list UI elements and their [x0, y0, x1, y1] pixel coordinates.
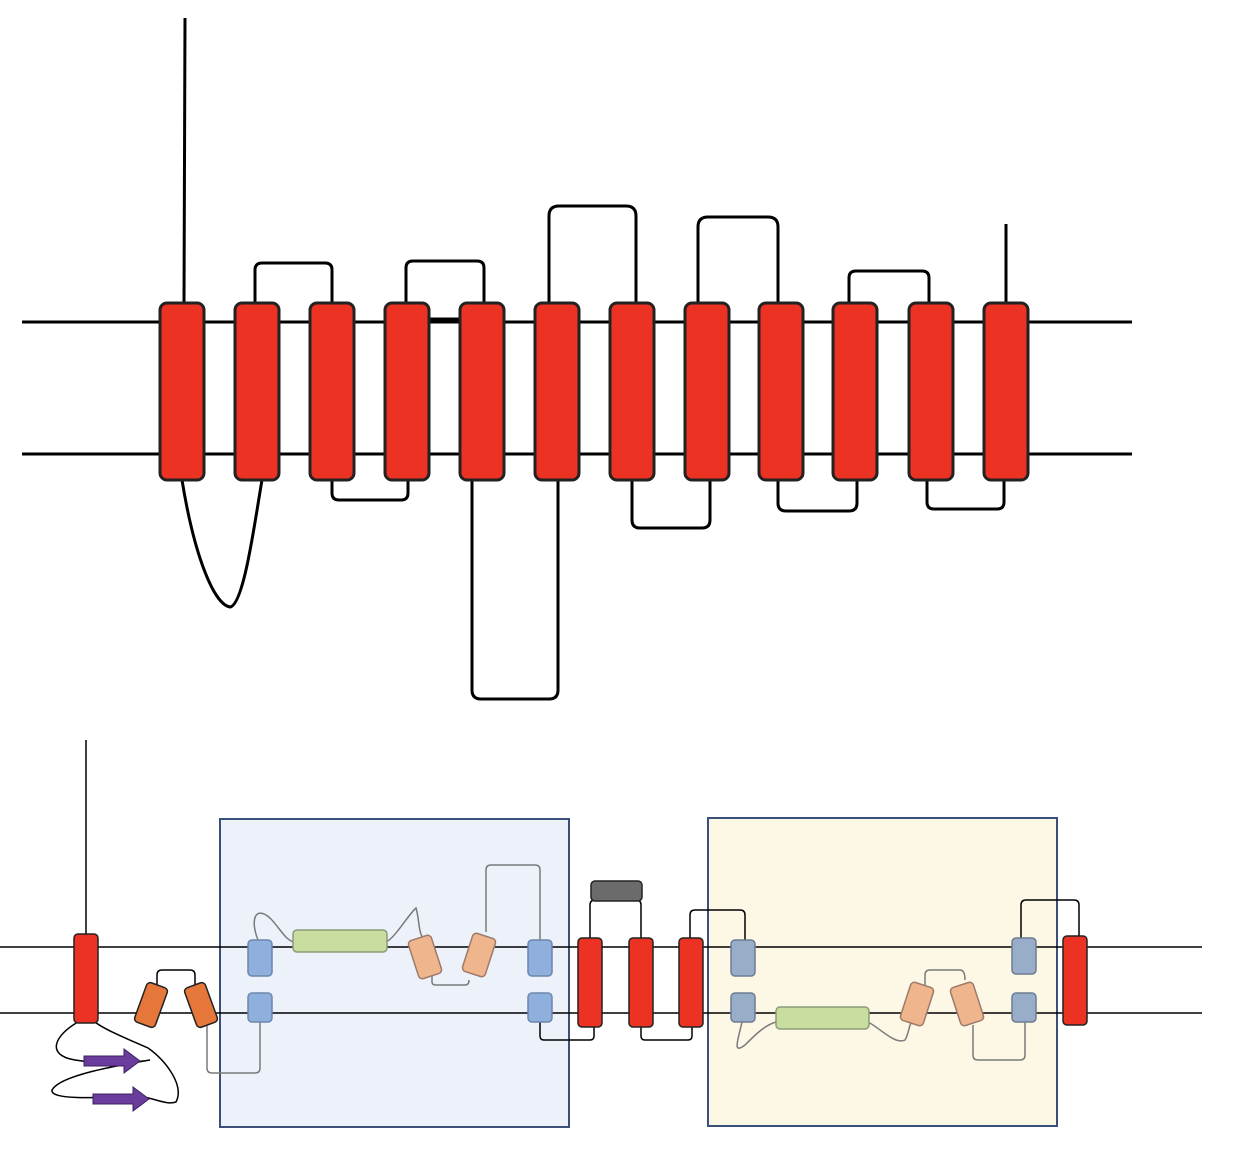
- bottom-panel-topology: [0, 740, 1202, 1128]
- tm-helix: [757, 301, 805, 482]
- tm-helix: [1062, 935, 1088, 1026]
- loop-11-12: [925, 480, 1006, 511]
- tm-helix: [628, 937, 654, 1028]
- loop-7-8: [630, 480, 712, 530]
- loop-top-domain-1: [485, 864, 541, 940]
- orange-helix: [133, 981, 169, 1029]
- loop-entry-domain-1: [206, 1022, 261, 1074]
- loop-3-4: [330, 480, 410, 502]
- tm-helix: [383, 301, 431, 482]
- blue-grey-helix: [1011, 992, 1037, 1023]
- blue-grey-helix: [1011, 937, 1037, 975]
- blue-helix: [247, 939, 273, 977]
- tm-helix: [158, 301, 206, 482]
- loop-re-helix-right: [385, 906, 426, 943]
- green-re-helix: [775, 1006, 870, 1030]
- loop-5-6: [470, 480, 560, 701]
- domain-1-elements: [247, 929, 553, 1023]
- loop-2-3: [253, 261, 334, 303]
- top-tm-helices: [158, 301, 1030, 482]
- loop-9-10: [776, 480, 859, 513]
- loop-1-2: [180, 479, 264, 609]
- tm-helix: [73, 933, 99, 1024]
- blue-grey-helix: [730, 992, 756, 1023]
- loop-cap-top: [589, 899, 642, 940]
- top-panel-topology: [22, 17, 1132, 701]
- blue-helix: [527, 992, 553, 1023]
- loop-half-helices: [431, 975, 470, 986]
- loop-10-11: [847, 269, 931, 303]
- orange-helix: [183, 981, 219, 1029]
- loop-re-helix-left-2: [736, 1021, 777, 1049]
- loop-4-5: [404, 259, 486, 303]
- loop-to-domain-2: [689, 909, 746, 940]
- light-orange-half-helix: [407, 934, 443, 980]
- loop-6-7: [547, 204, 638, 303]
- tm-helix: [678, 937, 704, 1028]
- loop-red-bottom: [640, 1025, 693, 1041]
- beta-strand-arrow: [83, 1048, 141, 1074]
- light-orange-half-helix: [461, 932, 497, 978]
- repeat-domain-box-1: [219, 818, 570, 1128]
- tm-helix: [458, 301, 506, 482]
- top-n-terminal-tail: [182, 17, 187, 304]
- tm-helix: [308, 301, 356, 482]
- loop-orange-helices: [156, 969, 196, 988]
- tm-helix: [233, 301, 281, 482]
- loop-end-c-term: [1020, 899, 1080, 940]
- loop-bottom-domain-2: [972, 1022, 1026, 1061]
- domain-1-loops: [206, 864, 541, 1074]
- beta-strands: [83, 1048, 150, 1112]
- blue-grey-helix: [730, 939, 756, 977]
- tm-helix: [831, 301, 879, 482]
- green-re-helix: [292, 929, 388, 953]
- tm-helix: [982, 301, 1030, 482]
- tm-helix: [533, 301, 581, 482]
- blue-helix: [247, 992, 273, 1023]
- bottom-red-helices: [73, 933, 1088, 1028]
- tm-helix: [907, 301, 955, 482]
- top-loops: [180, 204, 1006, 701]
- extracellular-cap: [590, 880, 643, 902]
- loop-half-helices-2: [924, 969, 966, 985]
- tm-helix: [683, 301, 731, 482]
- tm-helix: [577, 937, 603, 1028]
- tm-helix: [608, 301, 656, 482]
- beta-strand-arrow: [92, 1086, 150, 1112]
- loop-re-helix-left: [253, 912, 295, 943]
- light-orange-half-helix: [899, 981, 935, 1027]
- light-orange-half-helix: [949, 981, 985, 1027]
- repeat-domain-box-2: [707, 817, 1058, 1127]
- bottom-black-loops: [51, 899, 1080, 1104]
- blue-helix: [527, 939, 553, 977]
- orange-helices: [133, 981, 219, 1029]
- loop-domain-1-exit: [539, 1022, 595, 1041]
- loop-8-9: [696, 215, 780, 303]
- domain-2-elements: [730, 937, 1037, 1030]
